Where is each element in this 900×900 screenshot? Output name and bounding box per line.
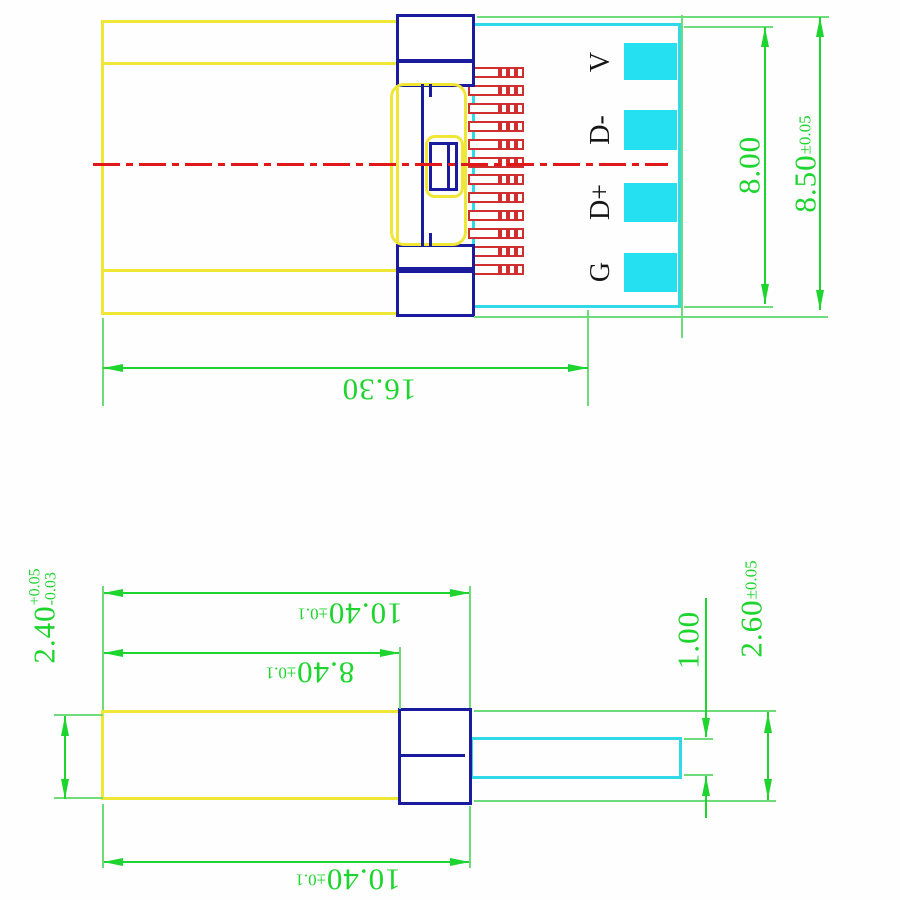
extension-line bbox=[469, 586, 471, 708]
overmold-body-outline bbox=[101, 20, 399, 315]
arrow-left-icon bbox=[103, 649, 123, 657]
arrow-left-icon bbox=[103, 858, 123, 866]
extension-line bbox=[477, 16, 829, 18]
arrow-left-icon bbox=[103, 589, 123, 597]
shell-segment-top bbox=[396, 14, 475, 62]
arrow-down-icon bbox=[61, 779, 69, 799]
solder-pad-D+ bbox=[624, 183, 677, 222]
dim-text-length-to-shell-bottom: 10.40±0.1 bbox=[295, 862, 401, 898]
pad-label-D+: D+ bbox=[585, 183, 616, 221]
arrow-left-icon bbox=[103, 364, 123, 372]
pad-label-G: G bbox=[585, 261, 616, 283]
dimension-line-10-40-bottom bbox=[104, 861, 469, 863]
dimension-line-1-00-lower bbox=[705, 776, 707, 818]
dim-text-shell-thickness: 2.60±0.05 bbox=[733, 560, 769, 658]
solder-pad-D- bbox=[624, 110, 677, 150]
extension-line bbox=[102, 804, 104, 868]
dim-text-tongue-thickness: 1.00 bbox=[670, 610, 706, 670]
solder-pad-G bbox=[624, 253, 677, 292]
extension-line bbox=[469, 806, 471, 868]
overmold-inner-line-top bbox=[104, 62, 396, 65]
dim-text-body-length: 8.40±0.1 bbox=[265, 655, 355, 691]
dimension-line-8-50 bbox=[819, 17, 821, 310]
contact-pin bbox=[468, 103, 524, 114]
extension-line bbox=[102, 318, 104, 406]
arrow-up-icon bbox=[702, 776, 710, 796]
arrow-down-icon bbox=[816, 290, 824, 310]
contact-pin bbox=[468, 228, 524, 239]
extension-line bbox=[684, 774, 713, 776]
arrow-up-icon bbox=[764, 713, 772, 733]
arrow-right-icon bbox=[450, 858, 470, 866]
arrow-up-icon bbox=[816, 17, 824, 37]
dimension-line-1-00-upper bbox=[705, 598, 707, 737]
shell-segment-lower bbox=[396, 244, 475, 270]
center-key-divider bbox=[447, 144, 450, 189]
extension-line bbox=[474, 710, 776, 712]
contact-pin bbox=[468, 157, 524, 168]
pad-label-V: V bbox=[585, 51, 616, 73]
dim-text-board-height: 8.00 bbox=[731, 135, 767, 195]
dim-text-overall-height: 8.50±0.05 bbox=[787, 115, 823, 213]
side-tongue-outline bbox=[470, 737, 682, 779]
contact-pin bbox=[468, 67, 524, 78]
contact-pin bbox=[468, 121, 524, 132]
dimension-line-8-40 bbox=[104, 652, 399, 654]
arrow-down-icon bbox=[702, 718, 710, 738]
overmold-inner-line-bottom bbox=[104, 269, 396, 272]
extension-line bbox=[474, 800, 776, 802]
arrow-right-icon bbox=[380, 649, 400, 657]
notch-tick bbox=[429, 84, 432, 97]
contact-pin bbox=[468, 192, 524, 203]
extension-line bbox=[681, 15, 683, 338]
contact-pin bbox=[468, 139, 524, 150]
notch-tick bbox=[421, 84, 424, 97]
dim-text-length-to-shell-top: 10.40±0.1 bbox=[297, 596, 403, 632]
contact-pin bbox=[468, 210, 524, 221]
arrow-down-icon bbox=[764, 779, 772, 799]
dimension-line-2-60 bbox=[767, 712, 769, 800]
pad-label-D-: D- bbox=[585, 115, 616, 145]
arrow-up-icon bbox=[761, 27, 769, 47]
side-body-outline bbox=[101, 710, 401, 800]
extension-line bbox=[684, 738, 713, 740]
extension-line bbox=[102, 586, 104, 710]
extension-line bbox=[54, 714, 103, 716]
center-key-box bbox=[429, 142, 458, 191]
contact-pin bbox=[468, 85, 524, 96]
dim-text-body-thickness: 2.40+0.05-0.03 bbox=[25, 568, 62, 664]
solder-pad-V bbox=[624, 43, 677, 80]
contact-pin bbox=[468, 174, 524, 185]
center-key-outline bbox=[425, 135, 464, 198]
extension-line bbox=[54, 797, 103, 799]
dim-text-overall-length: 16.30 bbox=[341, 372, 417, 408]
contact-pin bbox=[468, 246, 524, 257]
shell-segment-bottom bbox=[396, 270, 475, 317]
extension-line bbox=[684, 26, 773, 28]
dimension-line-2-40 bbox=[64, 716, 66, 799]
extension-line bbox=[684, 306, 773, 308]
arrow-up-icon bbox=[61, 716, 69, 736]
extension-line bbox=[399, 647, 401, 709]
extension-line bbox=[587, 310, 589, 406]
arrow-right-icon bbox=[450, 589, 470, 597]
side-shell-divider bbox=[399, 754, 465, 757]
dimension-line-10-40-top bbox=[104, 592, 469, 594]
dimension-line-16-30 bbox=[103, 367, 588, 369]
notch-tick bbox=[421, 233, 424, 246]
extension-line bbox=[474, 316, 828, 318]
contact-pin bbox=[468, 264, 524, 275]
arrow-right-icon bbox=[568, 364, 588, 372]
dimension-line-8-00 bbox=[764, 27, 766, 304]
notch-tick bbox=[429, 233, 432, 246]
arrow-down-icon bbox=[761, 284, 769, 304]
centerline bbox=[93, 163, 668, 166]
